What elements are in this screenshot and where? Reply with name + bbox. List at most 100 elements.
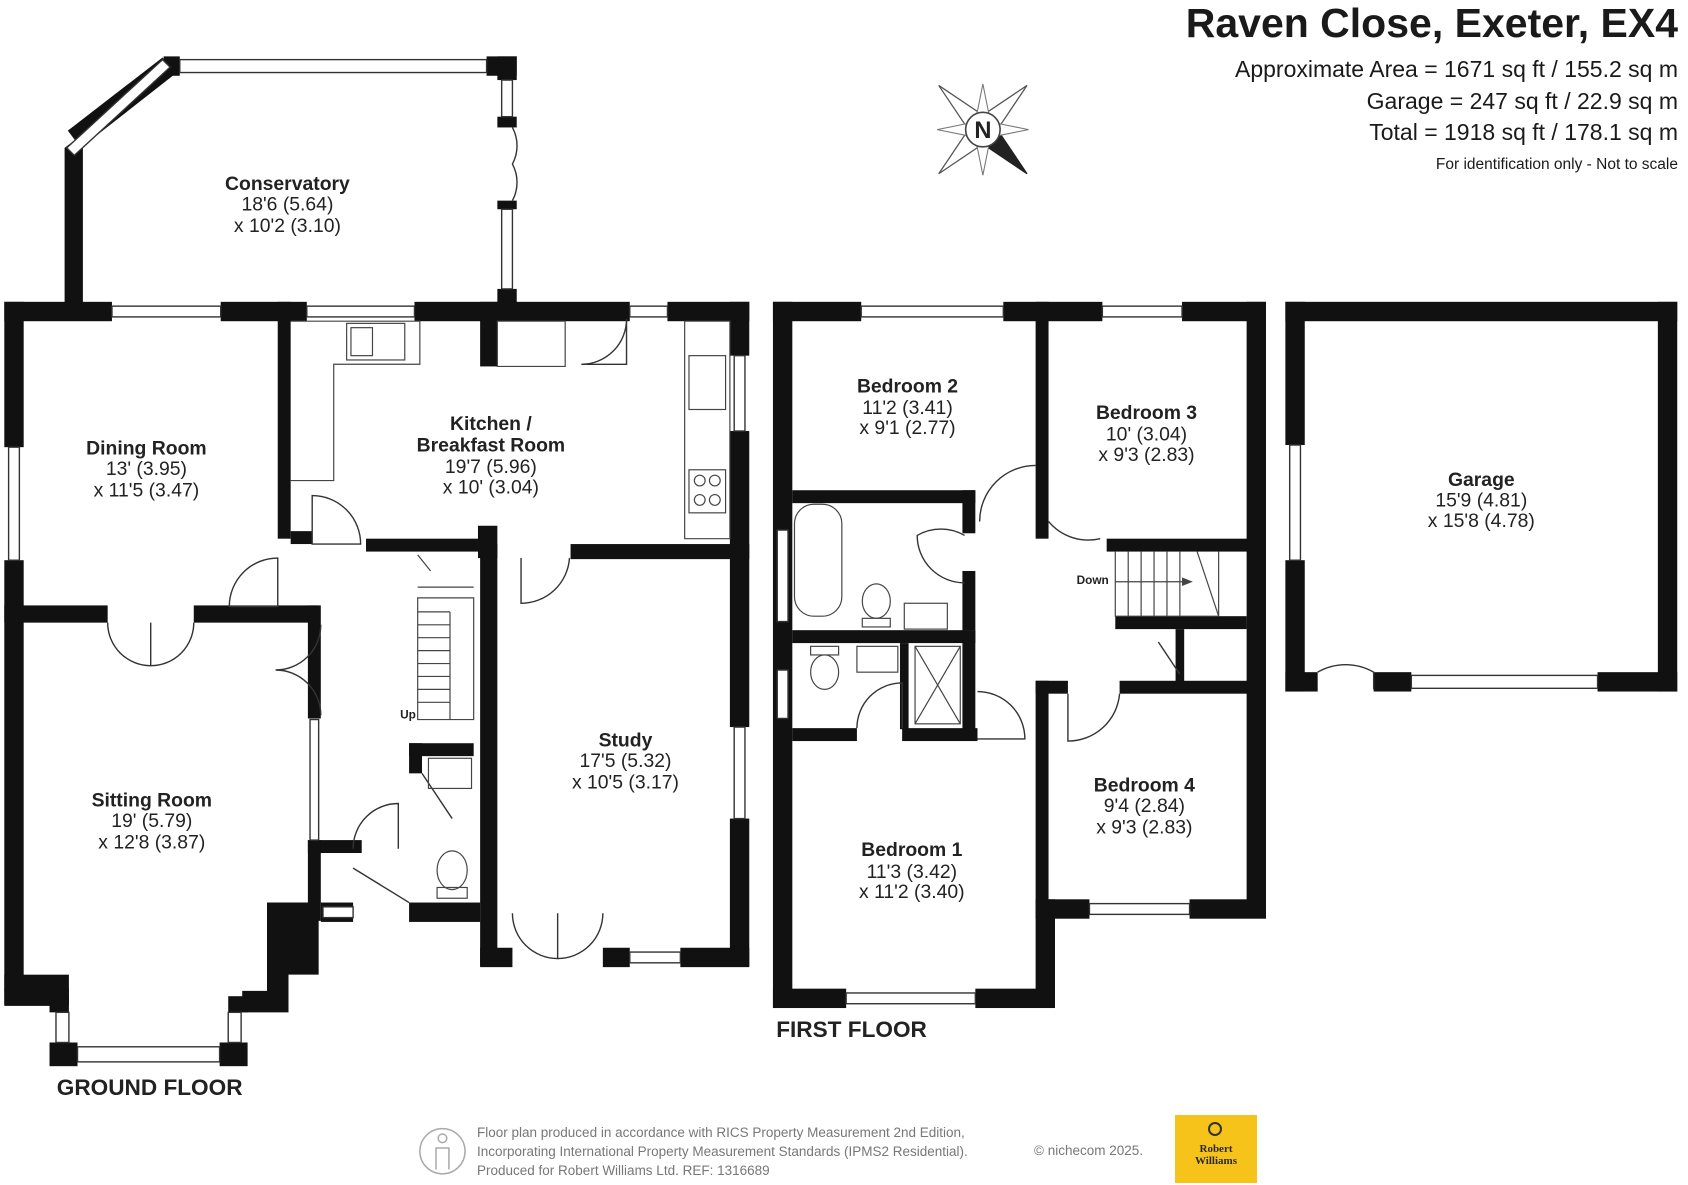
ground-wall [4,301,112,322]
first-stairs [1115,551,1189,617]
stairs-down-label: Down [1077,573,1109,587]
window [1088,902,1191,916]
logo-name: Robert Williams [1175,1143,1257,1167]
ground-wall [729,818,750,967]
wc-basin [427,757,473,790]
door [977,690,1026,740]
copyright-credit: © nichecom 2025. [1034,1143,1144,1158]
first-wall [962,490,976,534]
window [860,305,1005,318]
room-name: Bedroom 1 [861,839,962,861]
door [557,913,604,960]
window [111,305,222,318]
first-wall [899,643,909,730]
window [322,906,354,919]
first-wall [792,490,976,504]
basin [856,645,899,673]
room-name: Bedroom 2 [857,375,958,397]
ground-wall [729,431,750,728]
person-icon-head [437,1133,448,1144]
person-icon-ring [419,1127,466,1175]
kitchen-worktop [496,320,566,368]
room-dimension: 9'4 (2.84) [1104,795,1185,817]
ground-wall [49,1042,78,1067]
ground-floor-label: GROUND FLOOR [57,1075,243,1100]
window [76,1046,221,1063]
disclaimer-note: For identification only - Not to scale [1435,156,1678,173]
first-wall [1035,301,1049,539]
room-labels: Conservatory 18'6 (5.64) x 10'2 (3.10) D… [86,173,1535,903]
page-title: Raven Close, Exeter, EX4 [1185,0,1678,46]
door [511,913,559,960]
ground-wall [366,538,478,552]
room-dimension: 19' (5.79) [111,810,192,832]
fixtures [290,320,1220,899]
window [55,1011,70,1044]
room-dimension: 18'6 (5.64) [241,193,333,215]
first-wall [902,728,978,742]
first-wall [1182,301,1266,322]
room-name: Sitting Room [92,790,212,812]
window [1288,444,1302,561]
ground-stairs [417,597,475,721]
logo-seal-icon [1208,1122,1222,1136]
garage-wall [1285,560,1305,692]
ground-wall [4,560,24,991]
ground-wall [667,301,750,322]
footer-line: Produced for Robert Williams Ltd. REF: 1… [477,1163,770,1178]
window [1101,305,1183,318]
first-wall [792,728,857,742]
first-wall [772,301,862,322]
ground-wall [409,743,422,774]
door [511,127,518,201]
toilet [436,850,468,891]
footer-line: Incorporating International Property Mea… [477,1144,968,1159]
window [845,992,977,1005]
ground-wall [480,544,498,967]
basin [903,602,948,630]
room-dimension: x 11'5 (3.47) [94,480,200,502]
compass-ring [964,111,1001,148]
window [629,951,682,964]
door [106,622,152,667]
first-wall [1189,899,1266,919]
door [1157,641,1181,675]
conservatory-wall [497,200,517,210]
room-dimension: x 9'1 (2.77) [859,417,955,439]
shower-tray [914,645,961,725]
room-name: Kitchen / [450,413,532,435]
window [7,446,21,561]
garage-wall [1285,672,1318,692]
door [1067,693,1121,742]
ground-wall [414,301,630,322]
footer-line: Floor plan produced in accordance with R… [477,1125,965,1140]
toilet [810,654,840,690]
door [916,528,965,584]
room-name: Dining Room [86,438,206,460]
room-dimension: x 15'8 (4.78) [1428,510,1535,532]
ground-wall [242,902,319,1013]
first-wall [1246,301,1266,918]
windows [7,58,1599,1063]
room-name: Study [599,729,653,751]
first-wall [962,570,976,631]
ground-wall [480,947,513,968]
hob-ring [693,474,706,487]
conservatory-wall [497,288,517,306]
garage-area: Garage = 247 sq ft / 22.9 sq m [1366,88,1678,114]
ground-wall [219,1042,248,1067]
garage-wall [1285,301,1305,446]
garage-wall [1373,672,1412,692]
ground-wall [290,531,313,545]
room-name: Breakfast Room [417,434,565,456]
room-dimension: 19'7 (5.96) [445,456,537,478]
first-wall [1106,538,1266,552]
kitchen-worktop [684,320,731,540]
room-dimension: x 9'3 (2.83) [1098,444,1194,466]
toilet [861,583,891,619]
toilet [810,645,840,656]
first-wall [1119,680,1266,694]
door [311,494,362,545]
ground-wall [228,996,248,1013]
